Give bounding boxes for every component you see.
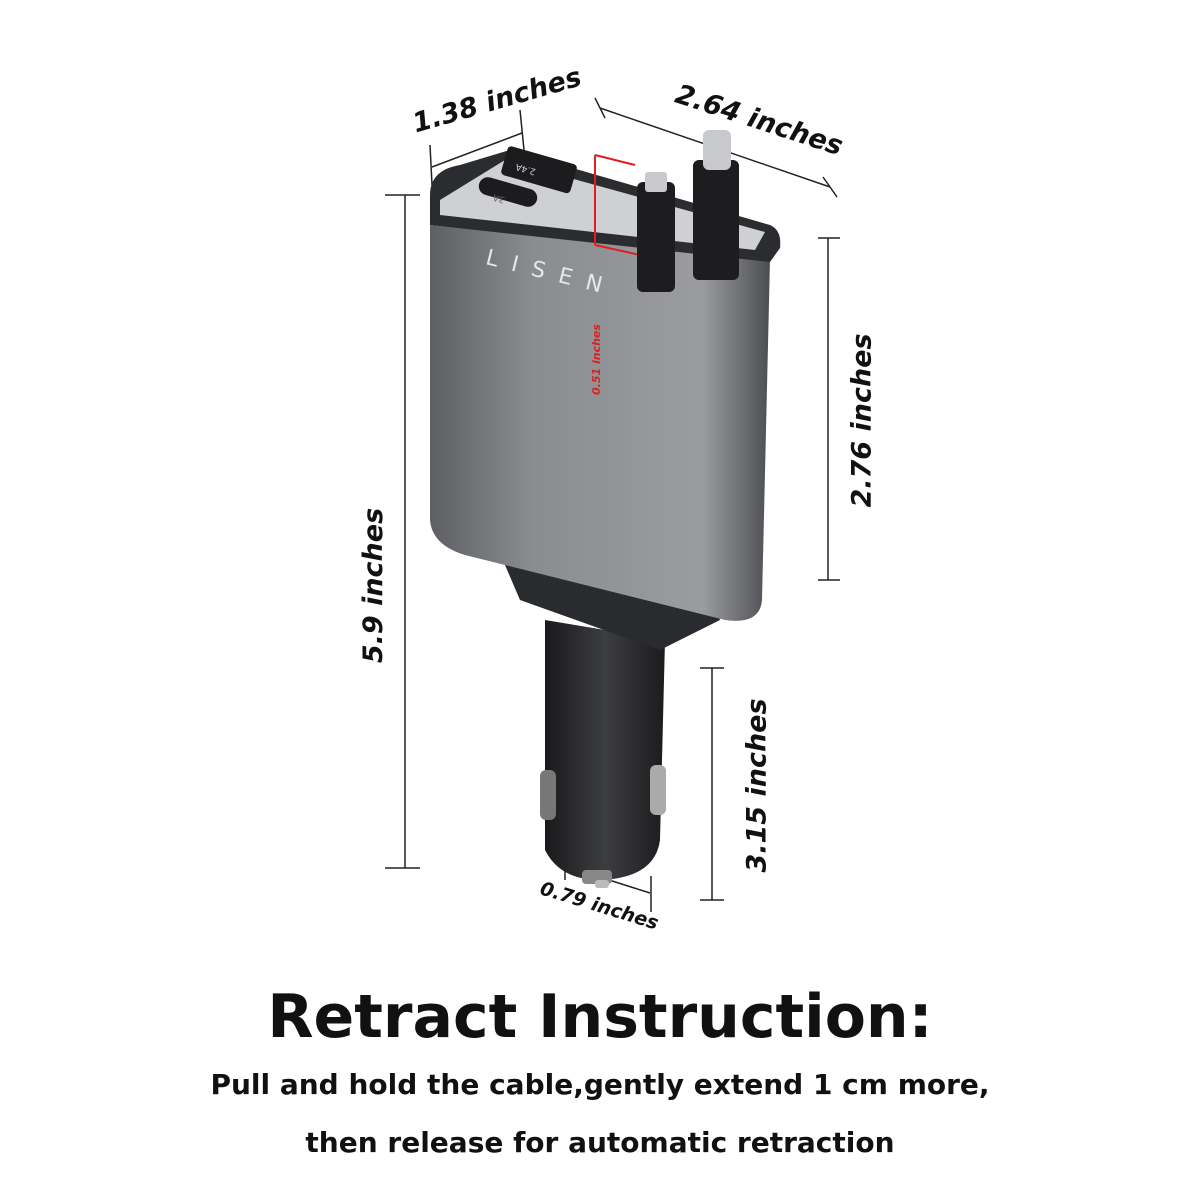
- dimension-lines: [385, 97, 840, 912]
- retractable-cables: [637, 130, 739, 292]
- charger-body: [430, 146, 781, 621]
- cable-extension-label: 0.51 inches: [590, 324, 603, 395]
- total-height-label: 5.9 inches: [358, 507, 390, 664]
- instruction-line-2: then release for automatic retraction: [305, 1126, 895, 1159]
- usb-c-rating: 3A: [491, 191, 506, 204]
- instruction-title: Retract Instruction:: [267, 982, 933, 1052]
- body-height-label: 2.76 inches: [846, 333, 878, 508]
- plug-height-label: 3.15 inches: [741, 698, 773, 873]
- instruction-line-1: Pull and hold the cable,gently extend 1 …: [210, 1068, 990, 1101]
- car-plug: [505, 565, 720, 888]
